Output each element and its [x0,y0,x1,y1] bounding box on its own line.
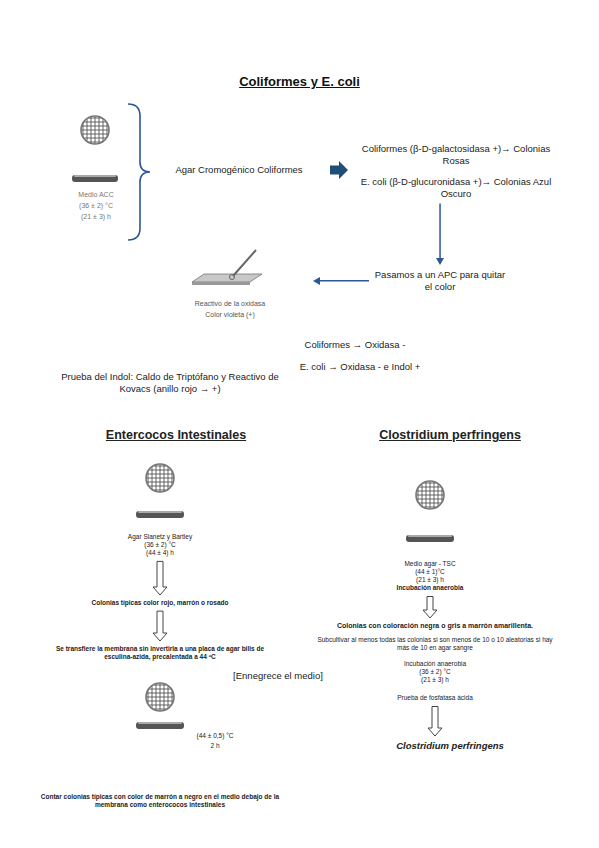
node-text: Reactivo de la oxidasa [190,300,270,309]
note-text: Prueba del Indol: Caldo de Triptófano y … [45,371,295,395]
connector-arrow [423,597,437,619]
petri-dish [144,462,176,494]
node-text: (44 ± 0,5) °C [175,732,255,740]
result-text: Clostridium perfringens [370,740,530,752]
node-text: Agar Slanetz y Bartley [100,533,220,541]
node-text: (36 ± 2) °C [100,541,220,549]
oxidase-test: Reactivo de la oxidasaColor violeta (+) [190,234,310,320]
note-text: [Ennegrece el medio] [228,670,328,682]
node-text: (36 ± 2) °C [315,668,555,676]
result-text: Coliformes (β-D-galactosidasa +)→ Coloni… [350,143,562,200]
section-title: Entercocos Intestinales [76,428,276,444]
connector-arrow [330,161,348,179]
step-text: Colonias con coloración negra o gris a m… [315,622,555,703]
node-text: Medio agar - TSC [380,560,480,568]
result-text: Contar colonias típicas con color de mar… [40,793,280,809]
node-text: Pasamos a un APC para quitar el color [372,269,508,293]
step-text: Colonias típicas color rojo, marrón o ro… [50,599,270,607]
medium-text: Agar Slanetz y Bartley(36 ± 2) °C(44 ± 4… [100,533,220,557]
connector-arrow [428,707,442,737]
connector-arrow [153,611,167,641]
step-text: Se transfiere la membrana sin invertirla… [50,645,270,661]
node-text: Clostridium perfringens [370,740,530,752]
node-text: Color violeta (+) [190,311,270,320]
section-title: Clostridium perfringens [350,428,550,444]
node-text: Agar Cromogénico Coliformes [150,164,328,176]
node-text: 2 h [175,742,255,750]
medium-label: Medio ACC [56,191,136,200]
node-text: (21 ± 3) h [380,576,480,584]
incubation-text: (44 ± 0,5) °C 2 h [175,732,255,750]
note-text: Coliformes → Oxidasa - [270,339,440,351]
node-text: Incubación anaerobia [315,660,555,668]
medium-text: Agar Cromogénico Coliformes [150,164,328,176]
node-text: Contar colonias típicas con color de mar… [40,793,280,809]
node-text: Incubación anaerobia [380,584,480,592]
connector-arrow [436,204,444,266]
connector-arrow [313,277,369,285]
node-text: (21 ± 3) h [315,676,555,684]
petri-dish [144,681,176,713]
node-text: Prueba de fosfatasa ácida [315,694,555,702]
temperature-label: (36 ± 2) °C [56,202,136,211]
time-label: (21 ± 3) h [56,213,136,222]
node-text: Colonias típicas color rojo, marrón o ro… [50,599,270,607]
connector-arrow [153,561,167,595]
slide-illustration [192,250,262,285]
note-text: E. coli → Oxidasa - e Indol + [260,361,460,373]
node-text: Colonias con coloración negra o gris a m… [315,622,555,631]
curly-bracket [128,104,150,240]
node-text: (44 ± 1)°C [380,568,480,576]
node-text: Subcultivar al menos todas las colonias … [315,636,555,652]
step-text: Pasamos a un APC para quitar el color [372,269,508,293]
petri-dish [414,479,446,511]
plate-side [406,535,454,542]
node-text: (44 ± 4) h [100,549,220,557]
medium-text: Medio agar - TSC(44 ± 1)°C(21 ± 3) hIncu… [380,560,480,593]
plate-side [136,722,184,729]
node-text: Coliformes (β-D-galactosidasa +)→ Coloni… [350,143,562,167]
plate-side [72,175,118,182]
plate-side [136,511,184,518]
petri-dish [79,114,111,146]
node-text: E. coli (β-D-glucuronidasa +)→ Colonias … [350,176,562,200]
node-text: Se transfiere la membrana sin invertirla… [50,645,270,661]
diagram-title: Coliformes y E. coli [0,74,599,90]
